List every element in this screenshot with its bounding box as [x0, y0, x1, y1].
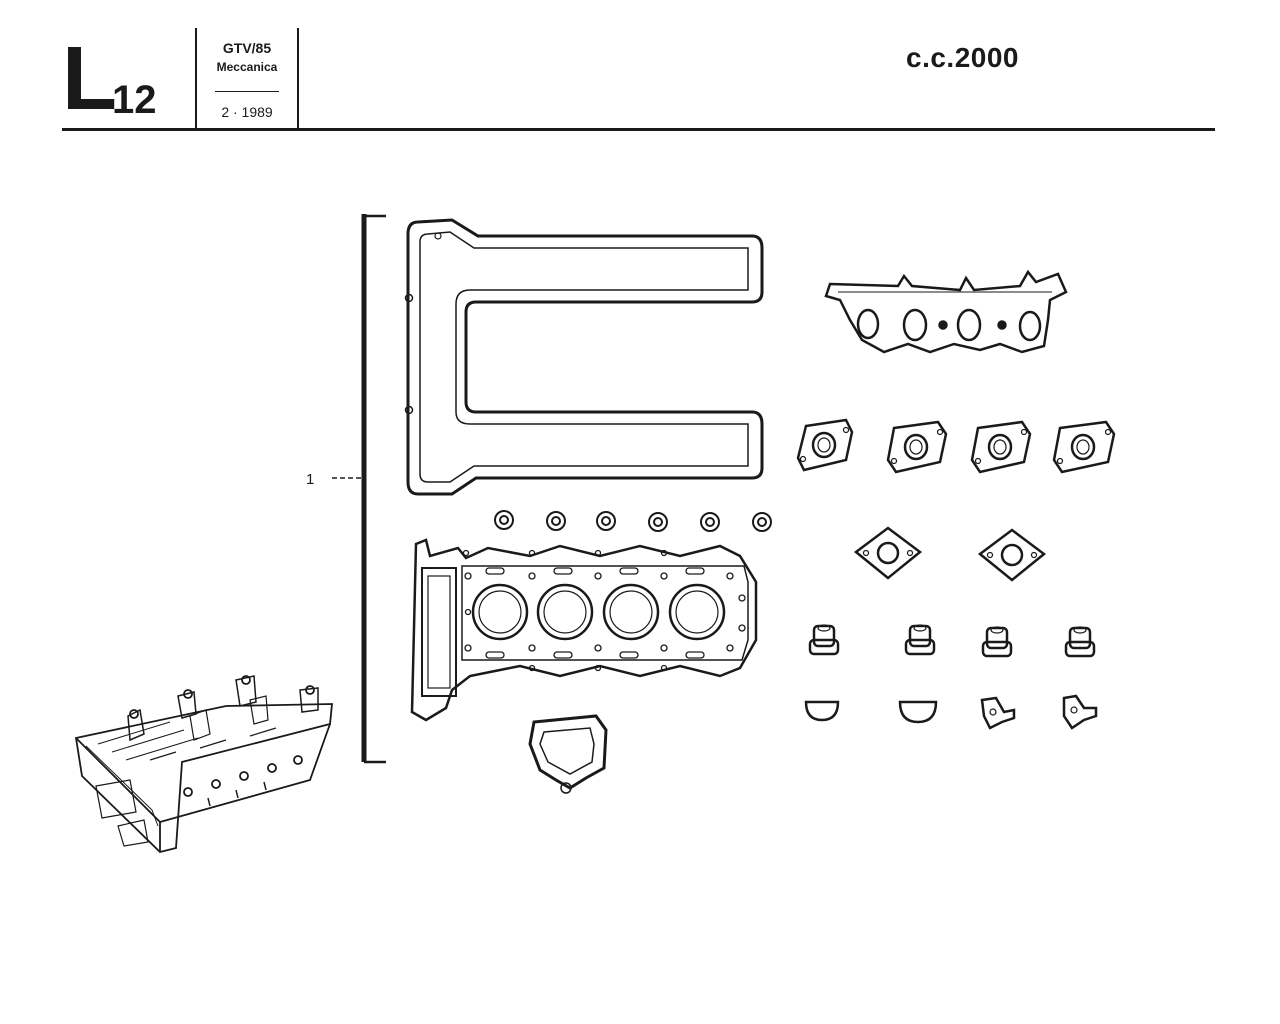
two-bolt-flange-gaskets	[853, 526, 1047, 582]
exhaust-manifold-gasket	[824, 269, 1068, 354]
valve-stem-seals	[808, 624, 1096, 658]
model-info-box: GTV/85 Meccanica 2 · 1989	[195, 28, 299, 128]
edition-date: 2 · 1989	[221, 104, 273, 120]
carburettor-flange-gaskets	[796, 418, 1116, 474]
model-group: Meccanica	[216, 60, 278, 74]
thermostat-housing-gasket	[528, 714, 608, 794]
header-rule	[62, 128, 1215, 131]
model-name: GTV/85	[222, 40, 272, 56]
cylinder-head-gasket	[410, 538, 758, 722]
model-box-divider	[215, 91, 279, 92]
engine-size: c.c.2000	[906, 42, 1019, 73]
callout-label: 1	[306, 471, 314, 488]
cylinder-head-sketch	[74, 675, 333, 853]
half-moon-seals	[804, 694, 1098, 730]
valve-cover-gasket	[404, 218, 764, 496]
section-letter: L	[62, 29, 117, 129]
plug-tube-seals	[494, 510, 772, 532]
kit-bracket	[332, 214, 386, 764]
section-number: 12	[112, 78, 157, 122]
